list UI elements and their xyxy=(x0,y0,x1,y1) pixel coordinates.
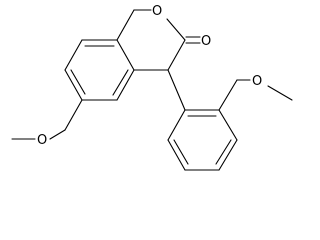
bond xyxy=(64,69,83,101)
bond xyxy=(166,18,186,41)
bond xyxy=(267,85,293,101)
carbonyl-oxygen-label: O xyxy=(201,34,211,49)
bond xyxy=(218,109,238,141)
carbonyl-group xyxy=(185,36,201,44)
methoxy-group-left xyxy=(11,99,83,140)
methoxy-oxygen-right-label: O xyxy=(252,74,262,89)
bond xyxy=(167,109,186,141)
lactone-ring xyxy=(116,9,186,71)
double-bond-inner xyxy=(215,139,232,165)
bond xyxy=(116,69,135,101)
ring-oxygen-label: O xyxy=(152,4,162,19)
bond xyxy=(218,139,238,171)
bond xyxy=(64,99,83,131)
fused-benzene-ring xyxy=(64,39,135,101)
bond xyxy=(64,39,83,71)
bond xyxy=(49,129,66,140)
bond xyxy=(167,69,186,111)
methoxy-oxygen-left-label: O xyxy=(37,133,47,148)
double-bond-inner xyxy=(173,139,189,165)
bond xyxy=(116,39,135,71)
double-bond-inner xyxy=(112,69,129,96)
molecule-structure: O O O O xyxy=(11,4,293,171)
bond xyxy=(116,9,135,41)
bond xyxy=(218,79,238,111)
methoxy-group-right xyxy=(218,79,293,111)
bond xyxy=(167,39,186,71)
pendant-phenyl-ring xyxy=(167,69,238,171)
double-bond-inner xyxy=(70,69,86,95)
bond xyxy=(167,139,186,171)
